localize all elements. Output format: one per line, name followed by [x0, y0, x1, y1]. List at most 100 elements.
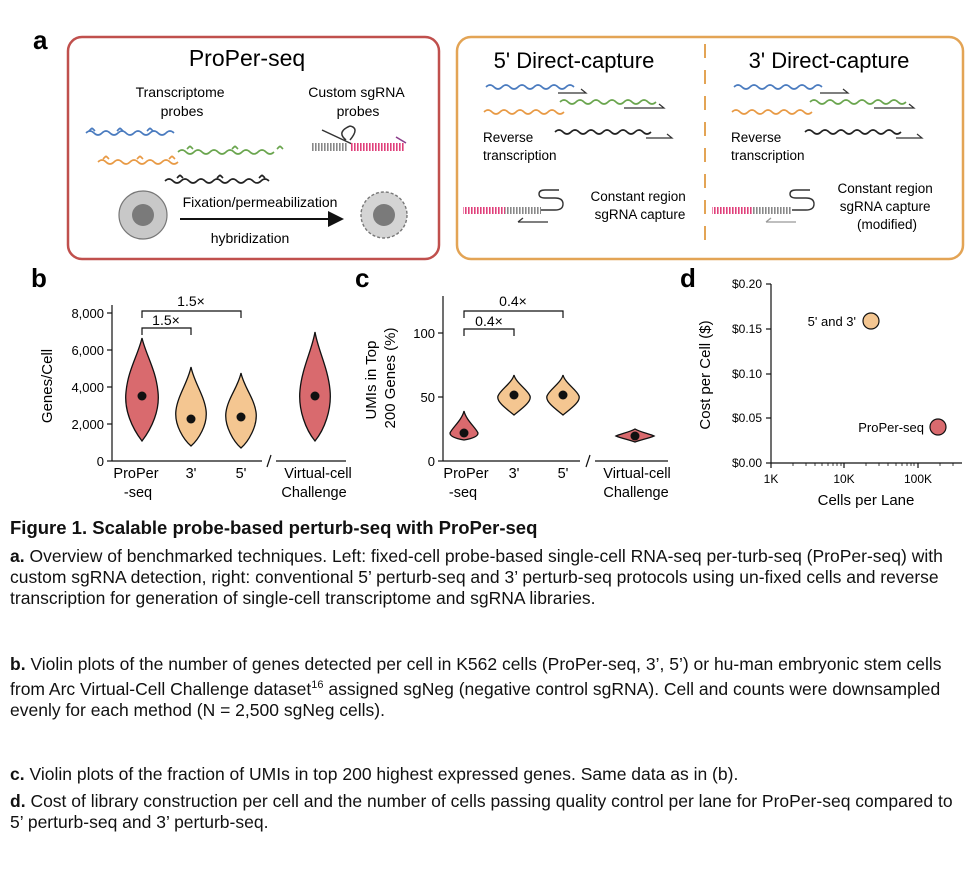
- d-ytick: $0.20: [732, 277, 762, 291]
- b-median-proper: [137, 391, 147, 401]
- d-label-proper-seq: ProPer-seq: [858, 420, 924, 435]
- proper-seq-box: [66, 35, 441, 261]
- three-prime-title: 3' Direct-capture: [749, 48, 910, 73]
- three-orange-transcript: [731, 109, 813, 115]
- caption-c-text: Violin plots of the fraction of UMIs in …: [29, 764, 739, 784]
- d-axes: [766, 283, 962, 468]
- c-x-axis: [443, 454, 668, 468]
- three-blue-transcript: [733, 84, 823, 90]
- c-xtick-5: 5': [558, 466, 569, 482]
- five-rt-label: Reverse transcription: [483, 130, 557, 163]
- panel-c-letter: c: [355, 263, 369, 293]
- five-black-transcript: [554, 129, 652, 135]
- b-xtick-3: 3': [186, 466, 197, 482]
- five-capture-pink: [463, 207, 505, 214]
- three-capture-hairpin: [789, 189, 815, 211]
- five-orange-transcript: [483, 109, 565, 115]
- caption-paragraph-b: b. Violin plots of the number of genes d…: [10, 654, 965, 721]
- b-bracket-inner-label: 1.5×: [152, 312, 180, 328]
- c-median-proper: [459, 428, 469, 438]
- d-xlabel: Cells per Lane: [818, 492, 915, 509]
- d-minor-ticks: [792, 463, 954, 466]
- three-capture-pink: [712, 207, 752, 214]
- b-median-vcc: [310, 391, 320, 401]
- b-y-axis: [107, 305, 113, 462]
- caption-d-label: d.: [10, 791, 26, 811]
- b-bracket-outer: [141, 310, 242, 318]
- blue-transcript: [85, 130, 175, 136]
- transcriptome-probes-label: Transcriptome probes: [136, 84, 229, 119]
- caption-a-text: Overview of benchmarked techniques. Left…: [10, 546, 943, 608]
- sgrna-probe-barcode: [312, 143, 348, 151]
- c-ylabel: UMIs in Top 200 Genes (%): [363, 328, 399, 429]
- caption-b-label: b.: [10, 654, 26, 674]
- three-capture-label: Constant region sgRNA capture (modified): [837, 181, 936, 232]
- b-median-3: [186, 414, 196, 424]
- d-xtick: 1K: [764, 472, 779, 486]
- b-xtick-proper: ProPer-seq: [113, 466, 158, 501]
- c-bracket-outer: [463, 310, 564, 318]
- figure-graphics: a ProPer-seq Transcriptome probes Custom…: [31, 25, 965, 509]
- panel-b-letter: b: [31, 263, 47, 293]
- caption-d-text: Cost of library construction per cell an…: [10, 791, 953, 832]
- sgrna-probes-label: Custom sgRNA probes: [308, 84, 408, 119]
- d-ylabel: Cost per Cell ($): [697, 320, 714, 429]
- three-rt-arrows: [820, 88, 924, 139]
- b-violin-vcc: [299, 331, 331, 443]
- c-median-3: [509, 390, 519, 400]
- c-violin-proper: [449, 410, 479, 441]
- b-ytick: 0: [97, 454, 104, 469]
- d-point-proper-seq: [929, 418, 947, 436]
- five-capture-arrow: [517, 217, 548, 223]
- b-ytick: 4,000: [71, 380, 104, 395]
- caption-a-label: a.: [10, 546, 25, 566]
- caption-paragraph-a: a. Overview of benchmarked techniques. L…: [10, 546, 965, 609]
- caption-paragraph-c: c. Violin plots of the fraction of UMIs …: [10, 764, 965, 785]
- c-ytick: 0: [428, 454, 435, 469]
- five-green-transcript: [559, 99, 657, 105]
- d-xtick: 10K: [833, 472, 854, 486]
- b-xtick-5: 5': [236, 466, 247, 482]
- d-xtick: 100K: [904, 472, 932, 486]
- caption-paragraph-d: d. Cost of library construction per cell…: [10, 791, 965, 833]
- b-violin-3: [175, 366, 207, 447]
- unfixed-cell-nucleus-icon: [132, 204, 154, 226]
- three-black-transcript: [804, 129, 902, 135]
- three-capture-grey: [752, 207, 792, 214]
- b-violin-proper: [125, 337, 159, 443]
- five-rt-arrows: [558, 88, 674, 139]
- caption-b-text-1: Violin plots of the number of genes dete…: [10, 654, 942, 699]
- caption-b-citation: 16: [311, 679, 324, 691]
- three-rt-label: Reverse transcription: [731, 130, 805, 163]
- b-ytick: 8,000: [71, 306, 104, 321]
- sgrna-probe-hook: [395, 136, 407, 144]
- d-ytick: $0.00: [732, 456, 762, 470]
- d-ytick: $0.10: [732, 367, 762, 381]
- direct-capture-box: [455, 35, 965, 261]
- five-blue-transcript: [485, 84, 575, 90]
- orange-probes: [102, 155, 176, 160]
- five-capture-hairpin: [538, 189, 564, 211]
- b-bracket-outer-label: 1.5×: [177, 293, 205, 309]
- c-bracket-outer-label: 0.4×: [499, 293, 527, 309]
- green-transcript: [177, 149, 275, 155]
- d-ytick: $0.15: [732, 322, 762, 336]
- c-ytick: 50: [421, 390, 435, 405]
- proper-seq-title: ProPer-seq: [189, 45, 305, 71]
- sgrna-probe-hairpin: [321, 125, 356, 145]
- c-ytick: 100: [413, 326, 435, 341]
- b-ytick: 2,000: [71, 417, 104, 432]
- panel-d-letter: d: [680, 263, 696, 293]
- black-probes: [176, 174, 266, 179]
- c-median-5: [558, 390, 568, 400]
- figure-caption-title: Figure 1. Scalable probe-based perturb-s…: [10, 517, 538, 538]
- black-transcript: [164, 178, 270, 184]
- c-y-axis: [438, 296, 444, 462]
- sgrna-probe-pink: [350, 143, 405, 151]
- b-ylabel: Genes/Cell: [39, 349, 56, 423]
- c-xtick-proper: ProPer-seq: [443, 466, 488, 501]
- d-label-5-and-3: 5' and 3': [808, 314, 856, 329]
- c-median-vcc: [630, 431, 640, 441]
